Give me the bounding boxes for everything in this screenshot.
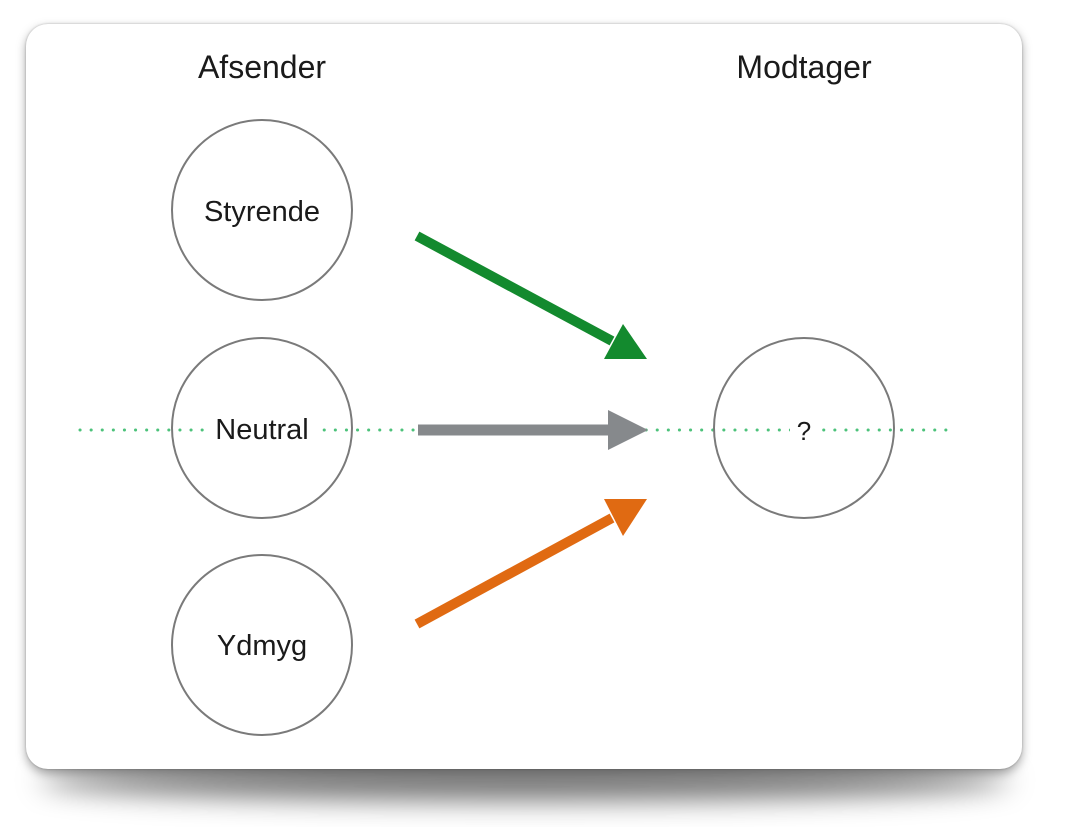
arrow-styrende [414, 231, 647, 359]
sender-node-neutral: Neutral [171, 337, 353, 519]
label-backdrop [204, 410, 320, 446]
sender-node-ydmyg: Ydmyg [171, 554, 353, 736]
label-backdrop [790, 414, 818, 446]
arrow-head [604, 324, 647, 359]
arrow-shaft [414, 231, 615, 346]
sender-circle [171, 119, 353, 301]
arrow-head [604, 499, 647, 536]
sender-label: Neutral [215, 414, 309, 446]
receiver-header: Modtager [736, 49, 872, 85]
sender-circle [171, 554, 353, 736]
arrow-head [608, 410, 648, 450]
arrow-shaft [414, 513, 615, 629]
arrow-ydmyg [414, 499, 647, 629]
sender-label: Ydmyg [217, 630, 307, 662]
receiver-node: ? [713, 337, 895, 519]
sender-node-styrende: Styrende [171, 119, 353, 301]
arrow-neutral [418, 410, 648, 450]
receiver-label: ? [797, 416, 811, 446]
sender-header: Afsender [198, 49, 326, 85]
sender-circle [171, 337, 353, 519]
sender-label: Styrende [204, 196, 320, 228]
receiver-circle [713, 337, 895, 519]
